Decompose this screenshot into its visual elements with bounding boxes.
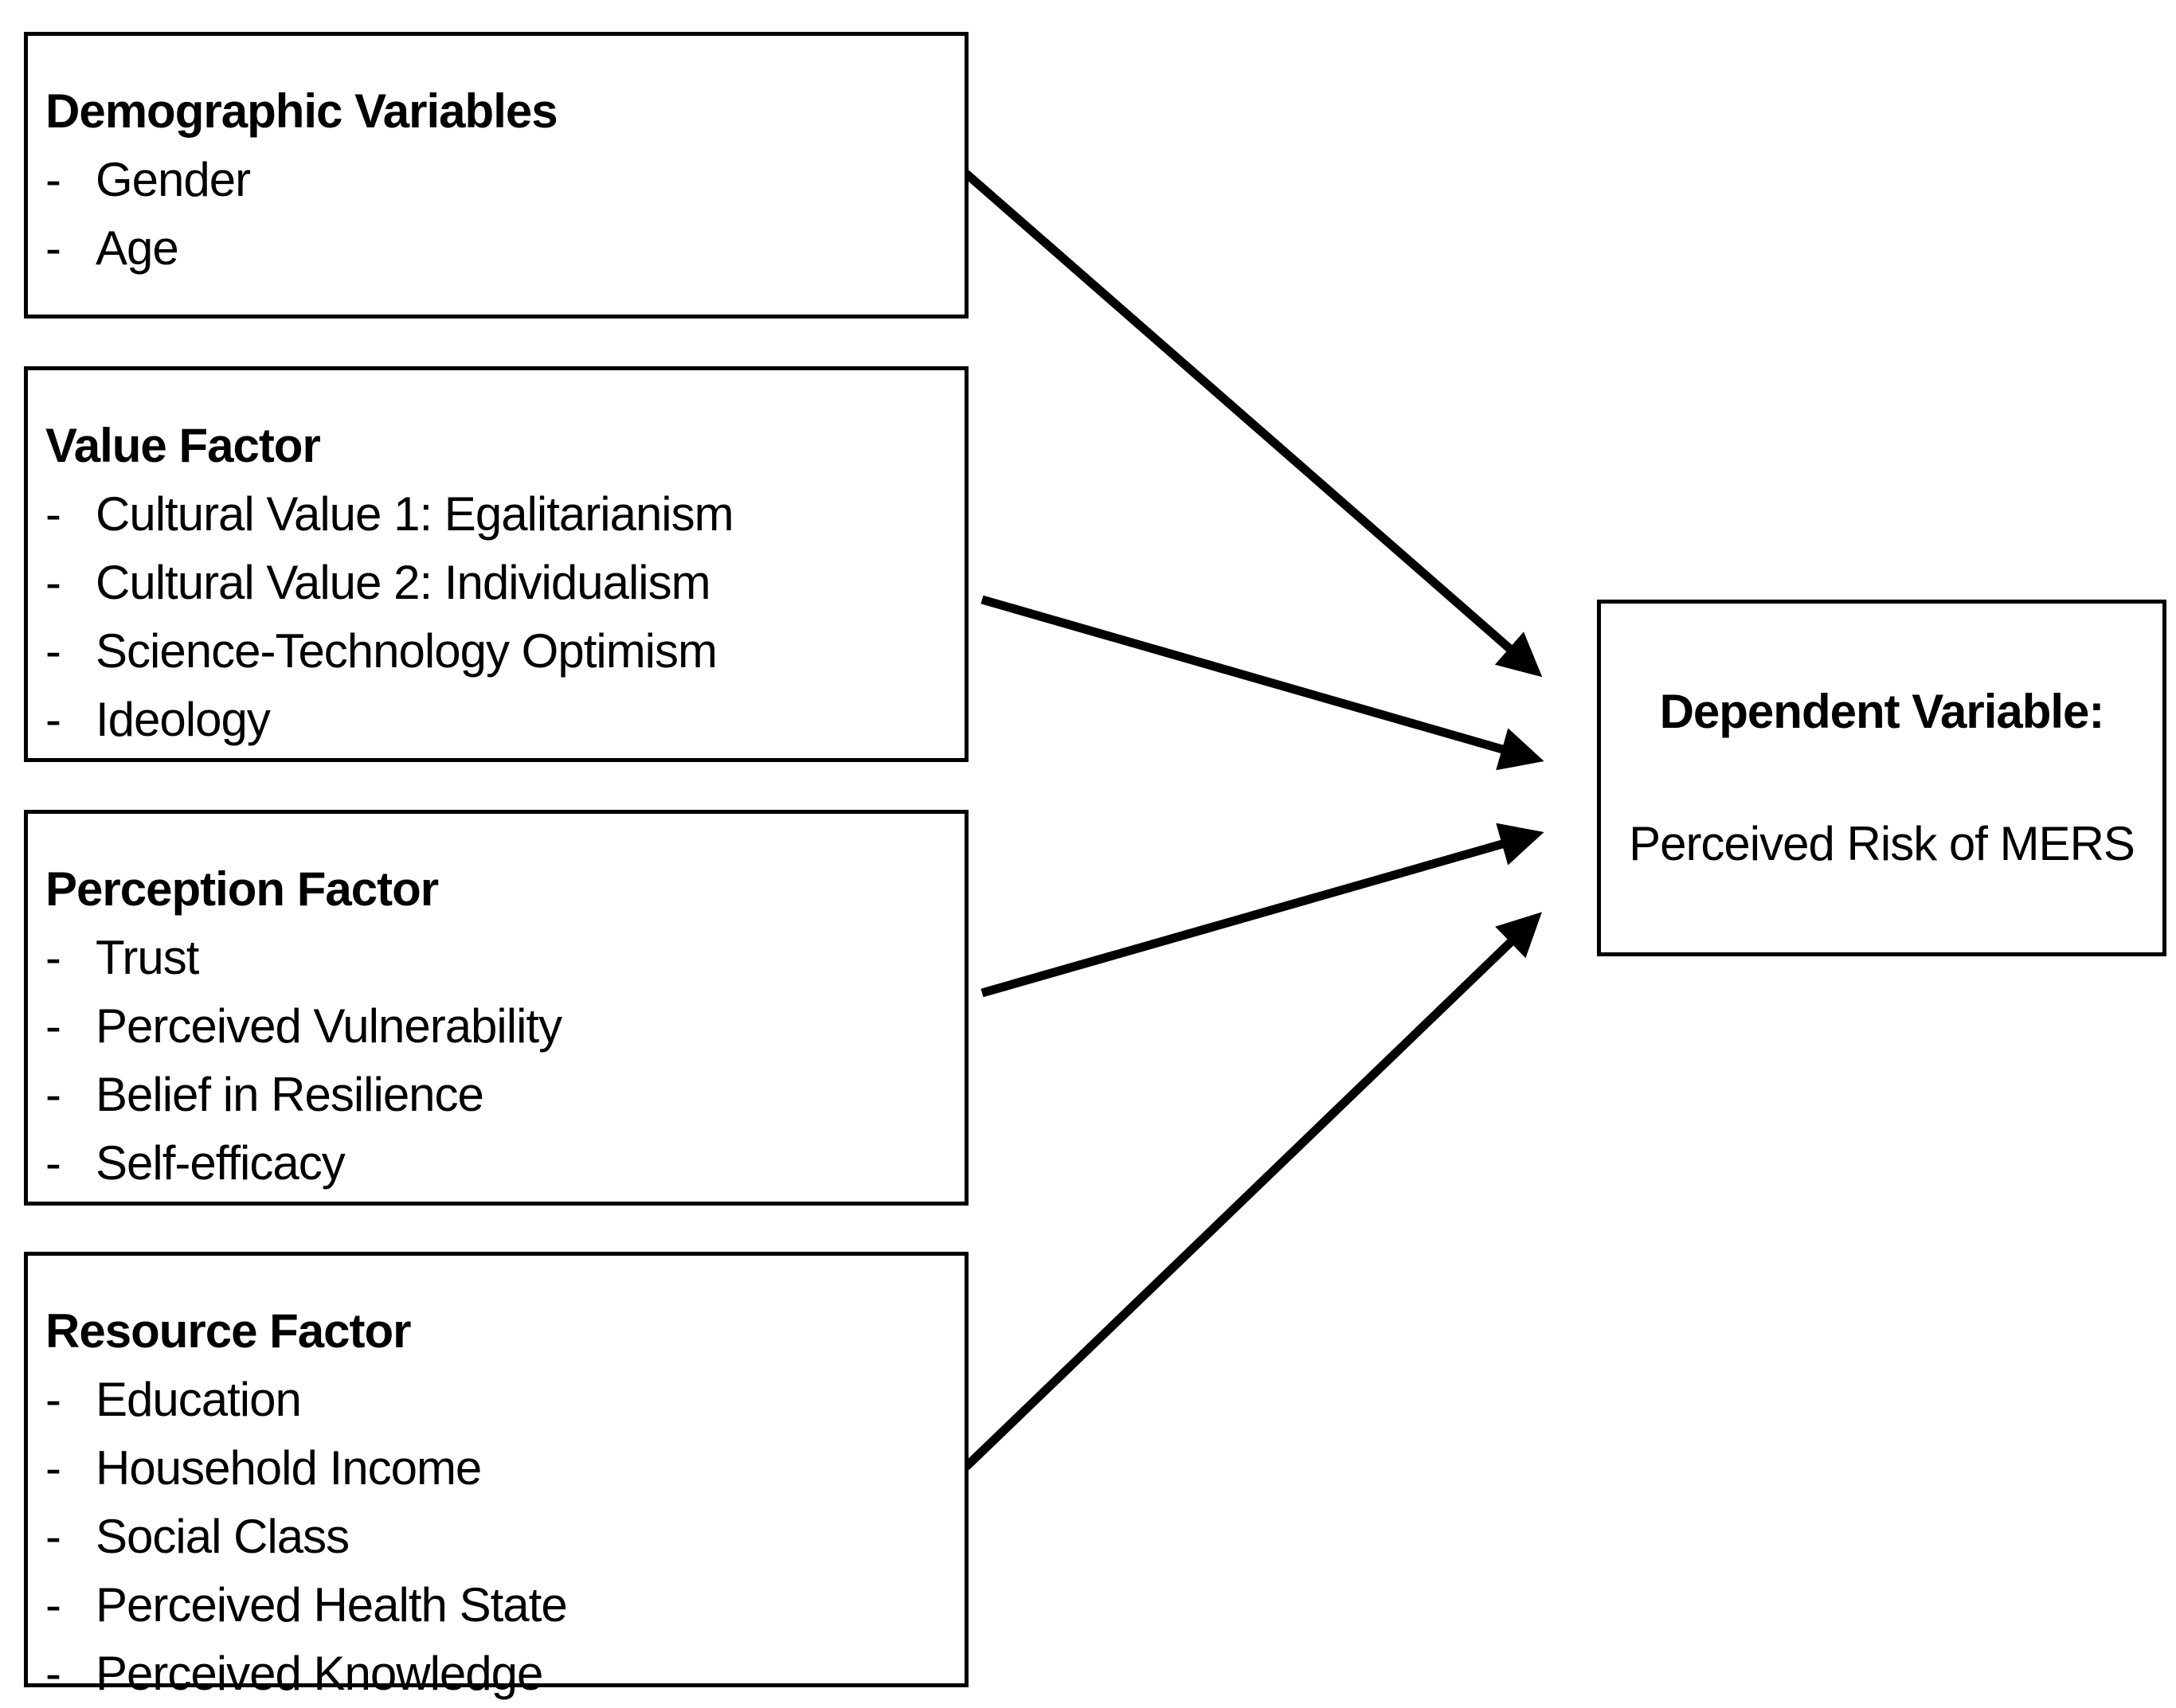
resource-factor-box: Resource Factor -Education -Household In…: [24, 1252, 969, 1700]
item-label: Cultural Value 1: Egalitarianism: [96, 487, 734, 541]
item-label: Belief in Resilience: [96, 1068, 484, 1121]
item-label: Household Income: [96, 1441, 482, 1495]
box-title: Demographic Variables: [45, 84, 558, 138]
bullet-dash: -: [45, 1373, 61, 1426]
list-item: -Household Income: [45, 1434, 965, 1503]
variable-list: -Education -Household Income -Social Cla…: [45, 1366, 965, 1708]
bullet-dash: -: [45, 1136, 61, 1190]
variable-list: -Trust -Perceived Vulnerability -Belief …: [45, 924, 965, 1198]
dependent-variable-text: Perceived Risk of MERS: [1629, 817, 2135, 870]
arrow-resource-to-dependent: [963, 912, 1542, 1470]
bullet-dash: -: [45, 487, 61, 541]
bullet-dash: -: [45, 221, 61, 275]
dependent-variable-box: Dependent Variable: Perceived Risk of ME…: [1597, 600, 2166, 956]
bullet-dash: -: [45, 1510, 61, 1563]
arrow-perception-to-dependent: [980, 823, 1544, 998]
item-label: Perceived Health State: [96, 1578, 568, 1632]
perception-factor-box: Perception Factor -Trust -Perceived Vuln…: [24, 810, 969, 1206]
list-item: -Trust: [45, 924, 965, 992]
list-item: -Self-efficacy: [45, 1129, 965, 1198]
bullet-dash: -: [45, 153, 61, 206]
item-label: Trust: [96, 931, 199, 984]
variable-list: -Gender -Age: [45, 146, 965, 283]
list-item: -Perceived Knowledge: [45, 1640, 965, 1708]
list-item: -Social Class: [45, 1503, 965, 1571]
list-item: -Cultural Value 1: Egalitarianism: [45, 480, 965, 549]
item-label: Social Class: [96, 1510, 350, 1563]
item-label: Self-efficacy: [96, 1136, 346, 1190]
bullet-dash: -: [45, 999, 61, 1053]
list-item: -Perceived Vulnerability: [45, 992, 965, 1061]
list-item: -Belief in Resilience: [45, 1061, 965, 1129]
list-item: -Cultural Value 2: Individualism: [45, 549, 965, 617]
item-label: Perceived Knowledge: [96, 1647, 543, 1700]
list-item: -Perceived Health State: [45, 1571, 965, 1640]
list-item: -Education: [45, 1366, 965, 1434]
box-title: Value Factor: [45, 419, 321, 472]
item-label: Age: [96, 221, 179, 275]
item-label: Science-Technology Optimism: [96, 624, 718, 678]
bullet-dash: -: [45, 1441, 61, 1495]
bullet-dash: -: [45, 693, 61, 746]
value-factor-box: Value Factor -Cultural Value 1: Egalitar…: [24, 366, 969, 762]
bullet-dash: -: [45, 1068, 61, 1121]
item-label: Gender: [96, 153, 251, 206]
bullet-dash: -: [45, 931, 61, 984]
list-item: -Ideology: [45, 686, 965, 754]
item-label: Education: [96, 1373, 302, 1426]
arrow-demographic-to-dependent: [963, 170, 1543, 678]
item-label: Perceived Vulnerability: [96, 999, 562, 1053]
bullet-dash: -: [45, 556, 61, 609]
list-item: -Science-Technology Optimism: [45, 617, 965, 686]
bullet-dash: -: [45, 1647, 61, 1700]
demographic-variables-box: Demographic Variables -Gender -Age: [24, 32, 969, 319]
bullet-dash: -: [45, 624, 61, 678]
box-title: Perception Factor: [45, 862, 439, 916]
item-label: Ideology: [96, 693, 271, 746]
bullet-dash: -: [45, 1578, 61, 1632]
list-item: -Gender: [45, 146, 965, 214]
arrow-value-to-dependent: [980, 595, 1544, 771]
variable-list: -Cultural Value 1: Egalitarianism -Cultu…: [45, 480, 965, 754]
dependent-variable-title: Dependent Variable:: [1659, 685, 2105, 738]
list-item: -Age: [45, 214, 965, 283]
box-title: Resource Factor: [45, 1304, 412, 1358]
item-label: Cultural Value 2: Individualism: [96, 556, 711, 609]
